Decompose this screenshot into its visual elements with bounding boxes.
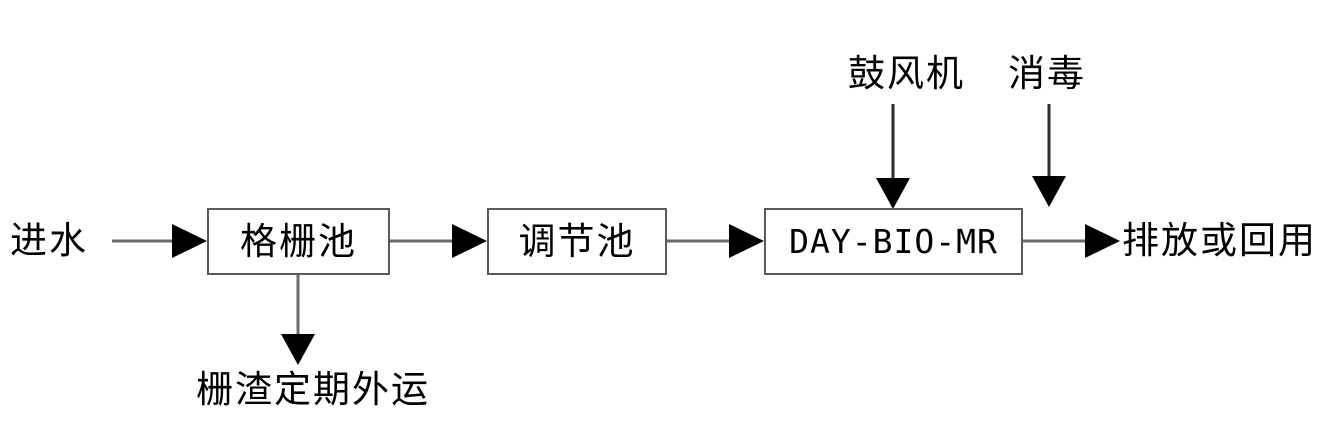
label-discharge-or-reuse: 排放或回用 <box>1122 219 1317 262</box>
connector-grid-tank-to-residue <box>281 275 315 365</box>
node-grid-tank[interactable]: 格栅池 <box>207 208 390 275</box>
node-day-bio-mr-label: DAY-BIO-MR <box>789 222 998 261</box>
connector-day-bio-mr-to-discharge <box>1023 224 1120 258</box>
node-regulating-tank-label: 调节池 <box>518 220 636 263</box>
connector-blower-to-day-bio-mr <box>876 104 910 209</box>
connector-inlet-to-grid-tank <box>112 224 207 258</box>
node-grid-tank-label: 格栅池 <box>240 220 357 263</box>
connector-grid-tank-to-regulating-tank <box>390 224 487 258</box>
label-disinfection: 消毒 <box>1008 52 1086 95</box>
label-inlet-water: 进水 <box>10 219 88 262</box>
connector-disinfection-to-outlet <box>1032 104 1066 207</box>
node-day-bio-mr[interactable]: DAY-BIO-MR <box>764 208 1023 275</box>
label-blower: 鼓风机 <box>848 52 965 95</box>
node-regulating-tank[interactable]: 调节池 <box>487 208 667 275</box>
label-grid-residue-removal: 栅渣定期外运 <box>196 368 430 411</box>
connector-regulating-tank-to-day-bio-mr <box>667 224 764 258</box>
